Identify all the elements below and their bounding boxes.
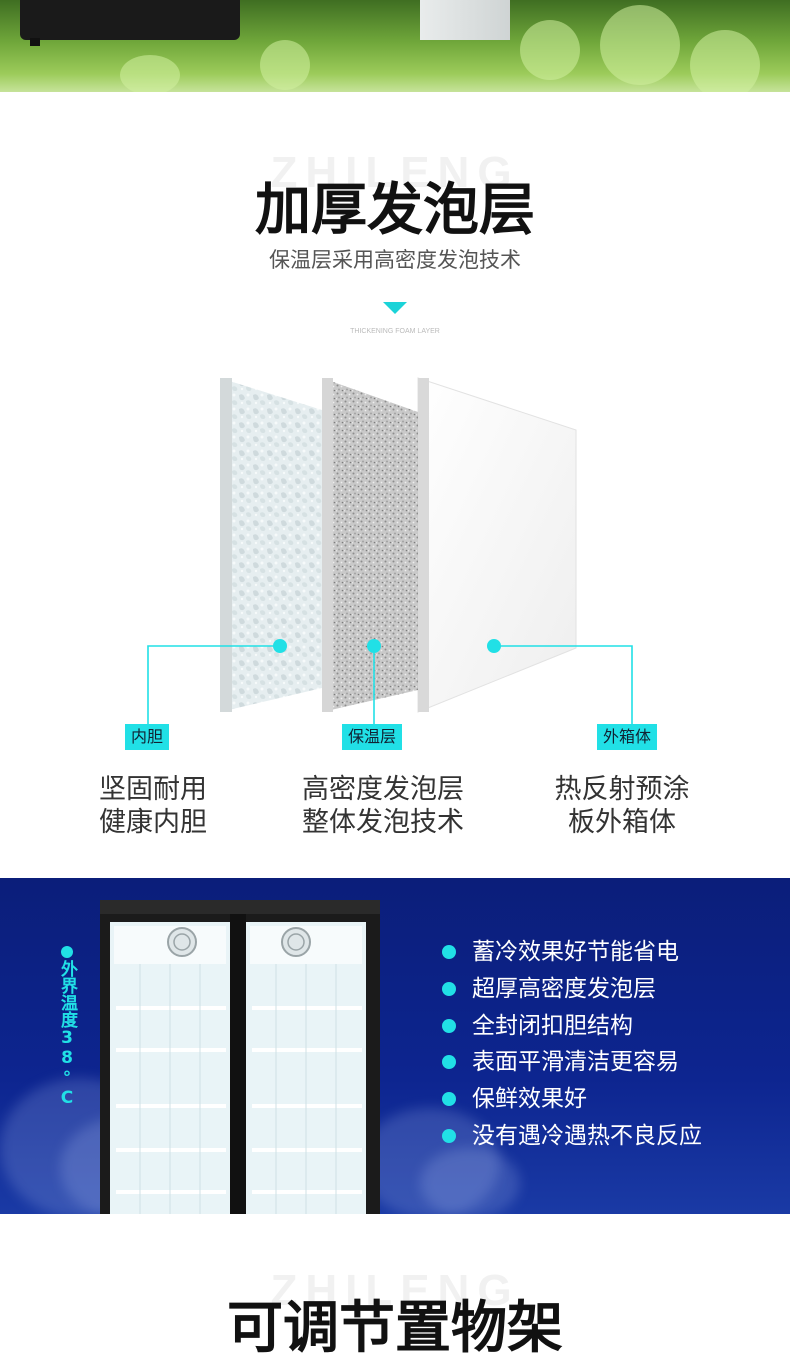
leader-line-inner — [147, 645, 280, 726]
desc-line: 高密度发泡层 — [302, 774, 464, 805]
list-item: 全封闭扣胆结构 — [442, 1008, 702, 1045]
bullet-dot-icon — [442, 1128, 456, 1143]
list-item: 没有遇冷遇热不良反应 — [442, 1118, 702, 1155]
tag-outer-shell: 外箱体 — [597, 724, 658, 750]
feature-text: 没有遇冷遇热不良反应 — [472, 1122, 702, 1149]
section-caption: THICKENING FOAM LAYER — [350, 328, 440, 335]
outer-shell-panel — [417, 377, 577, 713]
inner-liner-panel — [220, 378, 322, 712]
tag-insulation-layer: 保温层 — [342, 724, 403, 750]
bullet-dot-icon — [442, 981, 456, 996]
fridge-foot — [30, 38, 40, 46]
marker-dot-inner — [273, 639, 287, 653]
marker-dot-outer — [487, 639, 501, 653]
feature-text: 蓄冷效果好节能省电 — [472, 939, 679, 965]
section-subtitle: 保温层采用高密度发泡技术 — [269, 248, 521, 272]
desc-line: 坚固耐用 — [99, 774, 207, 805]
section-title: 可调节置物架 — [227, 1296, 563, 1361]
foam-panel — [322, 378, 418, 712]
desc-line: 热反射预涂 — [554, 774, 690, 805]
fridge-right-door — [246, 922, 366, 1214]
bullet-dot-icon — [442, 945, 456, 959]
bullet-dot-icon — [442, 1018, 456, 1033]
feature-text: 保鲜效果好 — [472, 1086, 587, 1113]
list-item: 蓄冷效果好节能省电 — [442, 934, 702, 971]
bullet-dot-icon — [442, 1092, 456, 1107]
list-item: 表面平滑清洁更容易 — [442, 1044, 702, 1081]
desc-insulation-layer: 高密度发泡层 整体发泡技术 — [273, 773, 493, 839]
feature-text: 超厚高密度发泡层 — [472, 975, 656, 1002]
list-item: 保鲜效果好 — [442, 1081, 702, 1118]
desc-outer-shell: 热反射预涂 板外箱体 — [512, 773, 732, 839]
temperature-marker-dot — [61, 946, 73, 958]
desc-line: 整体发泡技术 — [302, 807, 464, 838]
tag-inner-liner: 内胆 — [125, 724, 170, 750]
feature-text: 全封闭扣胆结构 — [472, 1012, 633, 1039]
watermark-text: ZHILENG — [270, 1266, 520, 1315]
leader-line-outer — [494, 645, 633, 726]
marker-dot-foam — [367, 639, 381, 653]
top-banner-image — [0, 0, 790, 92]
down-arrow-icon — [383, 302, 407, 314]
section-title: 加厚发泡层 — [255, 178, 535, 243]
bullet-dot-icon — [442, 1055, 456, 1070]
feature-text: 表面平滑清洁更容易 — [472, 1049, 679, 1076]
fridge-illustration — [100, 900, 380, 1214]
fridge-side-panel — [420, 0, 510, 40]
desc-line: 健康内胆 — [99, 807, 207, 838]
list-item: 超厚高密度发泡层 — [442, 971, 702, 1008]
fridge-left-door — [110, 922, 230, 1214]
fridge-base — [20, 0, 240, 40]
desc-line: 板外箱体 — [568, 807, 676, 838]
feature-list: 蓄冷效果好节能省电 超厚高密度发泡层 全封闭扣胆结构 表面平滑清洁更容易 保鲜效… — [442, 934, 702, 1155]
watermark-text: ZHILENG — [270, 148, 520, 197]
outside-temperature-label: 外界温度38°C — [57, 960, 77, 1108]
desc-inner-liner: 坚固耐用 健康内胆 — [43, 773, 263, 839]
